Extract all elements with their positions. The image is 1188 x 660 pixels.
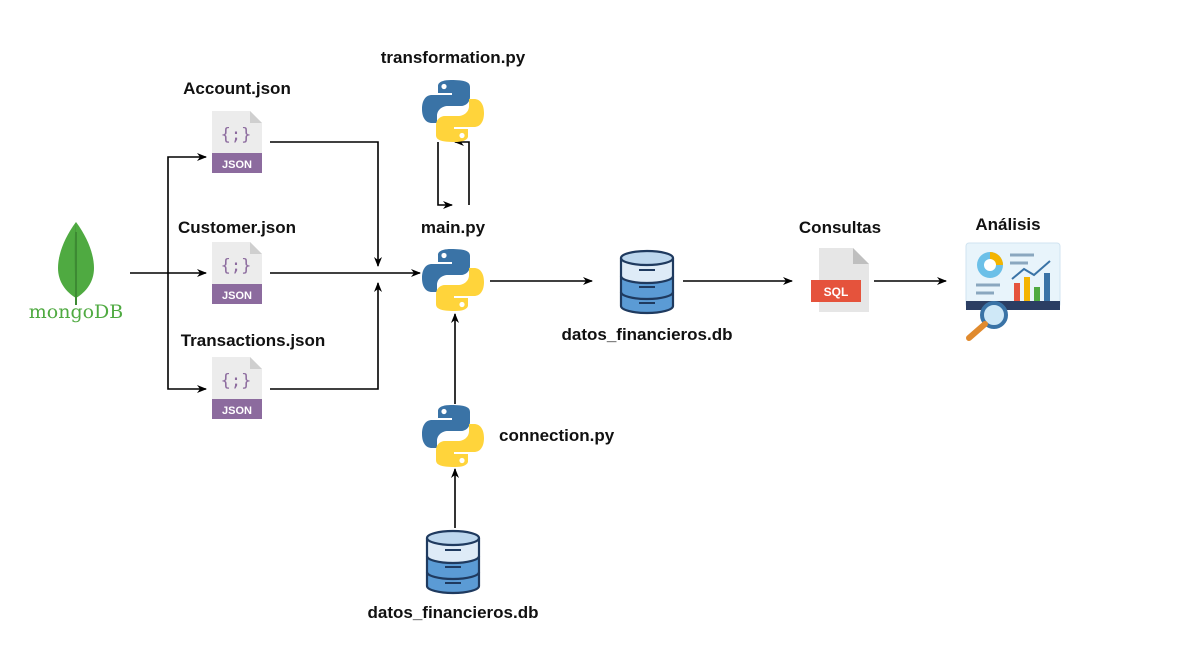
python-logo-icon (422, 249, 484, 311)
customer-json-label: Customer.json (178, 218, 296, 237)
mongodb-label: mongoDB (29, 301, 124, 323)
db-source-node: datos_financieros.db (368, 529, 539, 622)
database-icon (619, 249, 675, 315)
json-brace-glyph: {;} (221, 256, 252, 276)
transactions-json-node: Transactions.json {;} JSON (181, 331, 326, 419)
json-file-icon: {;} JSON (212, 357, 262, 419)
edges (130, 138, 947, 528)
edge-transactions-main (270, 282, 382, 390)
transformation-label: transformation.py (381, 48, 526, 67)
edge-account-main (270, 141, 382, 267)
transformation-node: transformation.py (381, 48, 526, 142)
transactions-json-label: Transactions.json (181, 331, 326, 350)
analisis-node: Análisis (965, 215, 1061, 341)
consultas-node: Consultas SQL (799, 218, 881, 312)
json-tag: JSON (222, 405, 252, 417)
analisis-label: Análisis (975, 215, 1040, 234)
edge-transformation-main (437, 142, 453, 209)
json-file-icon: {;} JSON (212, 111, 262, 173)
db-output-label: datos_financieros.db (562, 325, 733, 344)
python-logo-icon (422, 405, 484, 467)
customer-json-node: Customer.json {;} JSON (178, 218, 296, 304)
account-json-label: Account.json (183, 79, 291, 98)
database-icon (425, 529, 481, 595)
python-logo-icon (422, 80, 484, 142)
connection-label: connection.py (499, 426, 615, 445)
mongodb-node: mongoDB (29, 222, 124, 323)
json-brace-glyph: {;} (221, 371, 252, 391)
main-node: main.py (421, 218, 486, 311)
edge-mongodb-account (167, 153, 207, 273)
connection-node: connection.py (422, 405, 615, 467)
mongodb-leaf-icon (58, 222, 94, 305)
account-json-node: Account.json {;} JSON (183, 79, 291, 173)
json-file-icon: {;} JSON (212, 242, 262, 304)
json-tag: JSON (222, 290, 252, 302)
json-brace-glyph: {;} (221, 125, 252, 145)
edge-mongodb-transactions (167, 273, 207, 393)
consultas-label: Consultas (799, 218, 881, 237)
edge-main-transformation (454, 138, 470, 205)
db-output-node: datos_financieros.db (562, 249, 733, 344)
sql-file-icon: SQL (811, 248, 869, 312)
json-tag: JSON (222, 159, 252, 171)
db-source-label: datos_financieros.db (368, 603, 539, 622)
main-label: main.py (421, 218, 486, 237)
sql-tag: SQL (824, 285, 849, 299)
analytics-dashboard-icon (965, 242, 1061, 341)
